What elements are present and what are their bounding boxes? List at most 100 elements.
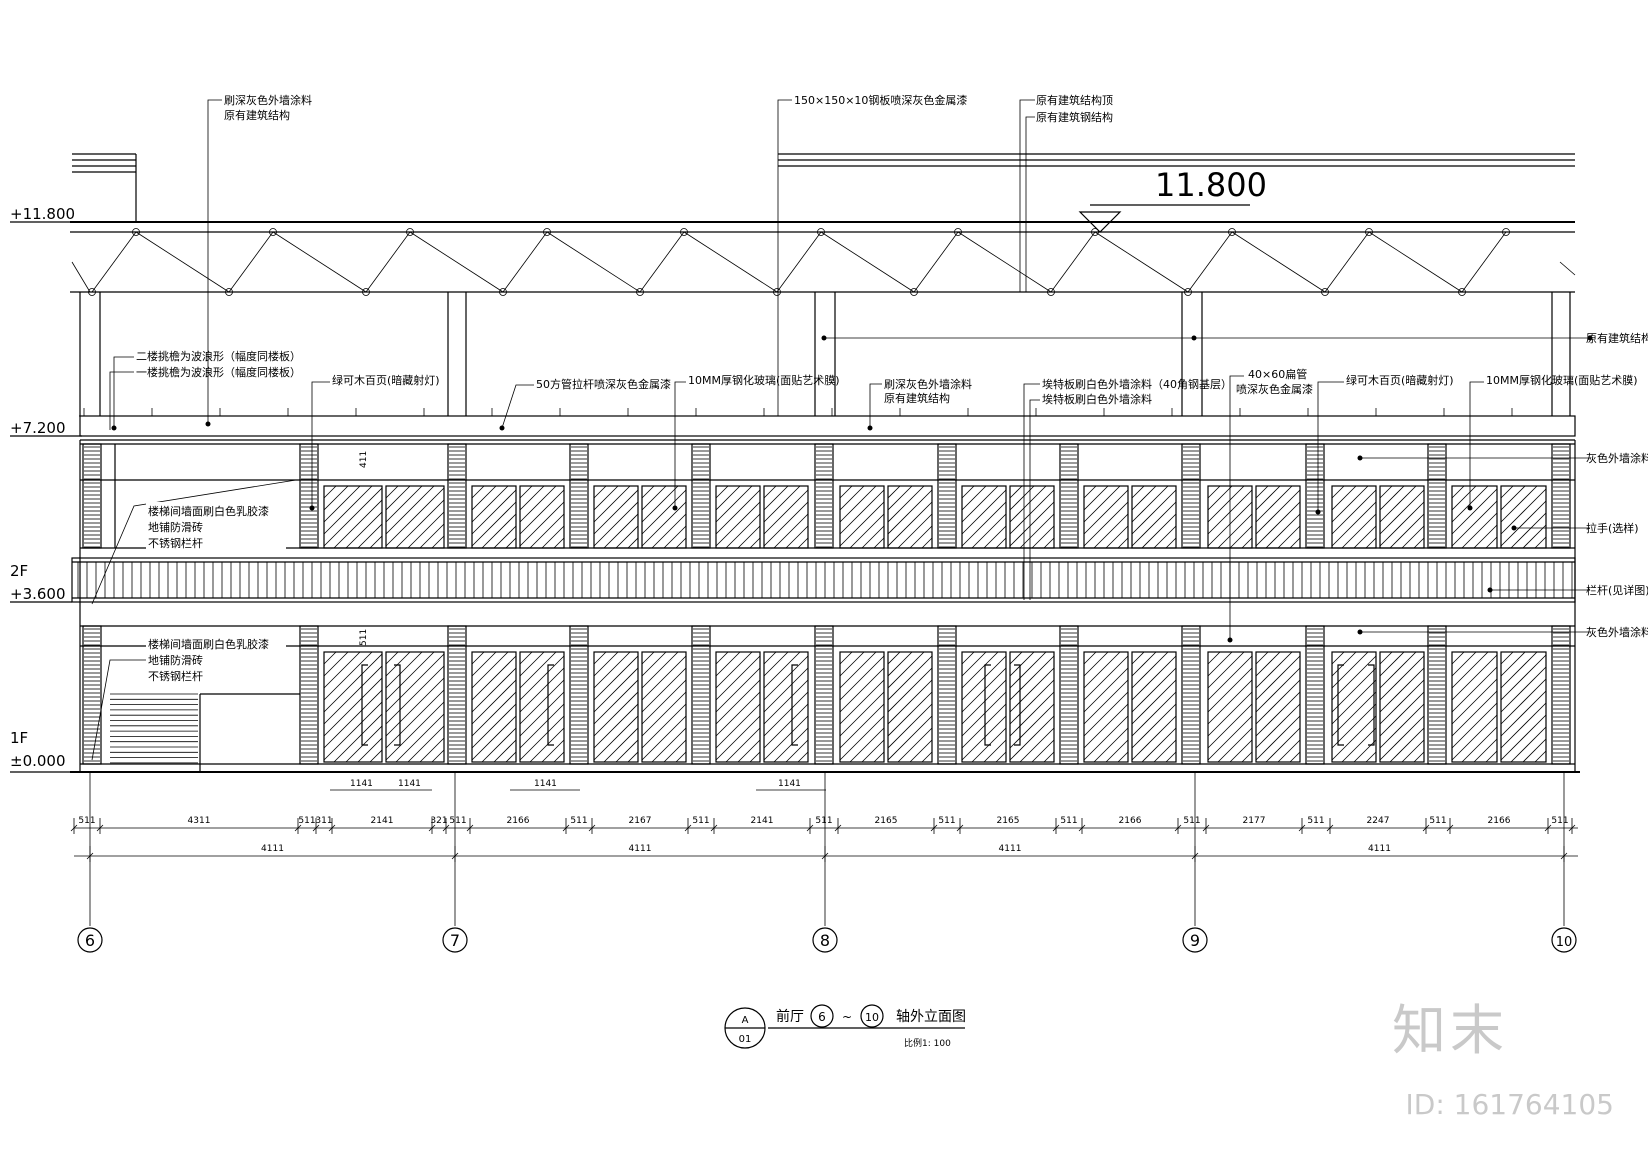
glass-panel <box>593 651 639 763</box>
note-top-mid: 150×150×10钢板喷深灰色金属漆 <box>794 93 967 107</box>
glass-panel <box>1131 651 1177 763</box>
note-top-left-1: 刷深灰色外墙涂料 <box>224 93 312 107</box>
glass-panel <box>715 485 761 549</box>
title-axis-1: 6 <box>818 1010 826 1024</box>
louver-pilaster <box>1427 625 1447 765</box>
title-pre: 前厅 <box>776 1008 804 1025</box>
louver-pilaster <box>1427 443 1447 549</box>
note-slab-1: 二楼挑檐为波浪形（幅度同楼板） <box>136 349 301 363</box>
note-existing: 原有建筑结构 <box>1586 331 1648 345</box>
title-axis-2: 10 <box>865 1011 879 1024</box>
note-grey-lower: 灰色外墙涂料 <box>1586 625 1648 639</box>
mid-notes: 二楼挑檐为波浪形（幅度同楼板） 一楼挑檐为波浪形（幅度同楼板） 绿可木百页(暗藏… <box>136 349 1638 406</box>
note-stair-lower-1: 楼梯间墙面刷白色乳胶漆 <box>148 637 269 651</box>
glass-panel <box>519 651 565 763</box>
dimension-lines <box>74 827 1578 857</box>
note-glass-a: 10MM厚钢化玻璃(面贴艺术膜) <box>688 373 840 387</box>
glass-panel <box>1379 485 1425 549</box>
louver-pilaster <box>814 443 834 549</box>
glass-panel <box>1083 485 1129 549</box>
glass-panel <box>1255 485 1301 549</box>
watermark-id: ID: 161764105 <box>1405 1088 1614 1121</box>
title-post: 轴外立面图 <box>896 1009 966 1025</box>
watermark-logo: 知末 <box>1392 999 1508 1062</box>
dimension-label: 511 <box>938 816 955 826</box>
dimension-label: 511 <box>298 816 315 826</box>
dimension-label: 511 <box>1307 816 1324 826</box>
glass-panel <box>641 651 687 763</box>
level-floor2: 2F +3.600 <box>10 562 72 603</box>
level-floor1-label: ±0.000 <box>10 752 66 770</box>
level-floor2-label: +3.600 <box>10 585 66 603</box>
level-roof: +11.800 <box>10 205 75 223</box>
dimension-label: 511 <box>1183 816 1200 826</box>
leader-lines <box>91 99 1590 761</box>
door-handle <box>984 664 1021 746</box>
dimension-label: 2141 <box>371 816 394 826</box>
upper-columns <box>79 292 1571 416</box>
louver-pilaster <box>1181 443 1201 549</box>
dimension-label: 321 <box>430 816 447 826</box>
axis-bubble: 8 <box>812 927 838 953</box>
glass-panel <box>1500 651 1547 763</box>
louver-pilaster <box>1181 625 1201 765</box>
axis-bubble: 7 <box>442 927 468 953</box>
note-top-right-2: 原有建筑钢结构 <box>1036 110 1113 124</box>
vdim-lower: 511 <box>359 629 369 646</box>
glass-panel <box>323 485 383 549</box>
door-handle <box>1337 664 1375 746</box>
louver-pilaster <box>82 625 102 765</box>
level-roof-label: +11.800 <box>10 205 75 223</box>
level-floor1-name: 1F <box>10 729 28 747</box>
glass-panel <box>763 651 809 763</box>
axis-bubble: 10 <box>1551 927 1577 953</box>
louver-pilaster <box>299 625 319 765</box>
note-stair-lower-2: 地铺防滑砖 <box>148 653 203 667</box>
dimension-label: 511 <box>692 816 709 826</box>
dimension-label: 311 <box>315 816 332 826</box>
dimension-label: 2166 <box>507 816 530 826</box>
glass-panel <box>385 651 445 763</box>
axis-bubble: 6 <box>77 927 103 953</box>
axis-label: 9 <box>1190 931 1200 950</box>
glass-panel <box>1009 651 1055 763</box>
glass-panel <box>323 651 383 763</box>
roof-truss <box>70 153 1576 296</box>
level-roof-big-label: 11.800 <box>1155 166 1267 204</box>
door-dim-2: 1141 <box>398 779 421 789</box>
note-tube2-1: 40×60扁管 <box>1248 367 1307 381</box>
glass-panel <box>1255 651 1301 763</box>
dimension-label: 511 <box>570 816 587 826</box>
dimension-label: 4311 <box>188 816 211 826</box>
dimension-label: 511 <box>815 816 832 826</box>
top-notes: 刷深灰色外墙涂料 原有建筑结构 150×150×10钢板喷深灰色金属漆 原有建筑… <box>224 93 1113 124</box>
louver-pilaster <box>814 625 834 765</box>
dimension-label: 2177 <box>1243 816 1266 826</box>
dimension-label: 511 <box>1060 816 1077 826</box>
note-paint-2: 原有建筑结构 <box>884 391 950 405</box>
note-top-right-1: 原有建筑结构顶 <box>1036 93 1113 107</box>
louver-pilaster <box>937 625 957 765</box>
title-scale: 比例1: 100 <box>904 1037 951 1049</box>
note-louver-a: 绿可木百页(暗藏射灯) <box>332 373 440 387</box>
title-ref-letter: A <box>742 1015 749 1026</box>
louver-pilaster <box>569 625 589 765</box>
door-handle <box>547 664 554 746</box>
louver-pilaster <box>691 443 711 549</box>
glass-panel <box>961 485 1007 549</box>
canopy-slab <box>79 408 1576 441</box>
grid-axes: 6 7 8 9 10 <box>77 772 1577 953</box>
glass-panel <box>1009 485 1055 549</box>
note-top-left-2: 原有建筑结构 <box>224 108 290 122</box>
dimension-label: 4111 <box>261 844 284 854</box>
dimension-label: 2166 <box>1488 816 1511 826</box>
glass-panel <box>887 651 933 763</box>
dimension-label: 2141 <box>751 816 774 826</box>
note-stair-upper-1: 楼梯间墙面刷白色乳胶漆 <box>148 504 269 518</box>
dimension-label: 2165 <box>875 816 898 826</box>
axis-label: 10 <box>1556 935 1573 950</box>
note-tube2-2: 喷深灰色金属漆 <box>1236 382 1313 396</box>
